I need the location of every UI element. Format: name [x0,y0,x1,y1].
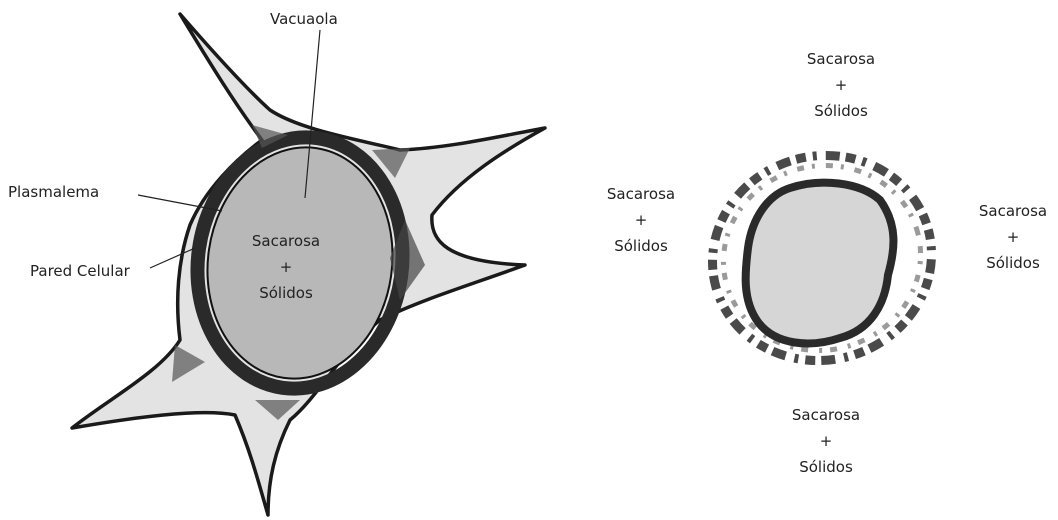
vacuole-contents-plus: + [252,254,320,280]
outside-right-line1: Sacarosa [979,198,1047,224]
vacuole-contents-label: Sacarosa + Sólidos [252,228,320,306]
shrunken-protoplast [746,183,894,344]
outside-left-plus: + [607,207,675,233]
vacuole-label: Vacuaola [270,6,338,32]
vacuole-contents-line2: Sólidos [252,280,320,306]
outside-right-plus: + [979,224,1047,250]
outside-left-line2: Sólidos [607,233,675,259]
outside-top-plus: + [807,72,875,98]
outside-bottom-plus: + [792,428,860,454]
outside-label-right: Sacarosa + Sólidos [979,198,1047,276]
cell-wall-label: Pared Celular [30,258,130,284]
outside-top-line2: Sólidos [807,98,875,124]
outside-bottom-line2: Sólidos [792,454,860,480]
outside-bottom-line1: Sacarosa [792,402,860,428]
right-cell [689,131,954,385]
outside-label-top: Sacarosa + Sólidos [807,46,875,124]
outside-left-line1: Sacarosa [607,181,675,207]
outside-label-left: Sacarosa + Sólidos [607,181,675,259]
outside-top-line1: Sacarosa [807,46,875,72]
outside-right-line2: Sólidos [979,250,1047,276]
vacuole-contents-line1: Sacarosa [252,228,320,254]
plasmalemma-label: Plasmalema [8,179,99,205]
outside-label-bottom: Sacarosa + Sólidos [792,402,860,480]
